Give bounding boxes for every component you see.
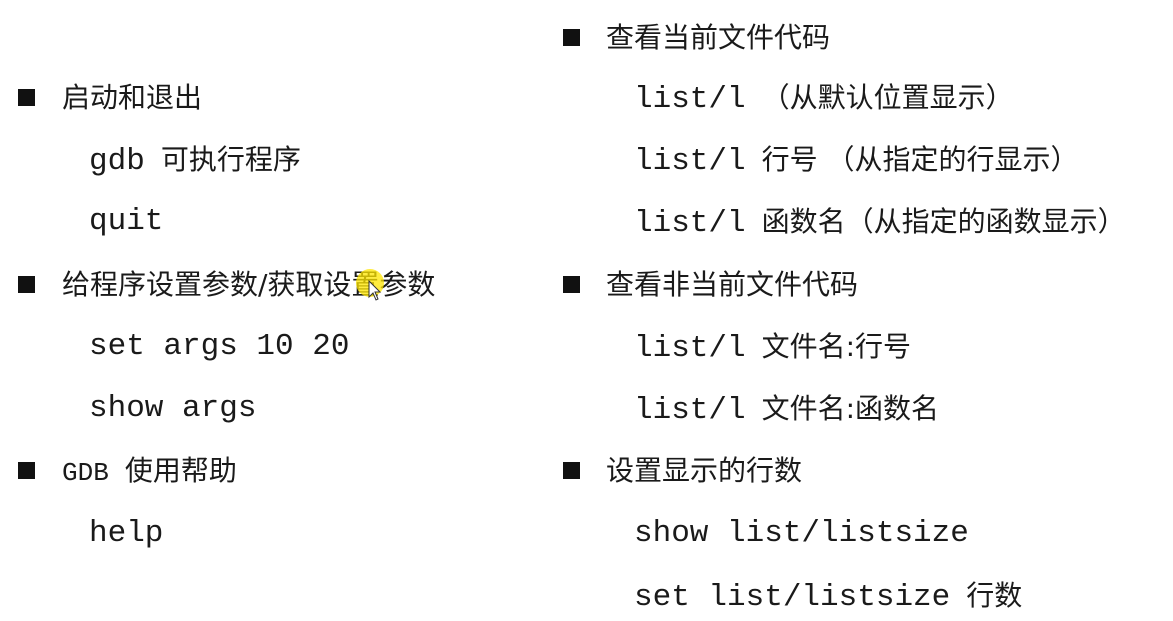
code-line: help — [89, 516, 164, 551]
code-line: set list/listsize 行数 — [634, 576, 1022, 616]
code: gdb — [89, 144, 145, 179]
description: 可执行程序 — [160, 143, 301, 176]
code-line: set args 10 20 — [89, 329, 350, 364]
description: 行号 （从指定的行显示） — [761, 143, 1079, 176]
code-line: quit — [89, 204, 164, 239]
code-line: list/l 行号 （从指定的行显示） — [634, 140, 1079, 180]
bullet-icon — [563, 29, 580, 46]
section-heading: 查看当前文件代码 — [606, 21, 831, 54]
code: list/l — [634, 331, 746, 366]
code-line: list/l 函数名（从指定的函数显示） — [634, 202, 1126, 242]
description: 文件名:函数名 — [761, 392, 940, 425]
code: list/l — [634, 206, 746, 241]
code-line: gdb 可执行程序 — [89, 140, 301, 180]
section-heading: 启动和退出 — [62, 81, 203, 114]
code-line: show list/listsize — [634, 516, 969, 551]
description: 行数 — [966, 579, 1023, 612]
code: list/l — [634, 82, 746, 117]
code-line: list/l （从默认位置显示） — [634, 78, 1014, 118]
code: list/l — [634, 144, 746, 179]
code-line: list/l 文件名:函数名 — [634, 389, 939, 429]
section-heading: 设置显示的行数 — [606, 454, 803, 487]
bullet-icon — [563, 276, 580, 293]
description: （从默认位置显示） — [761, 81, 1014, 114]
bullet-icon — [563, 462, 580, 479]
bullet-icon — [18, 462, 35, 479]
code: list/l — [634, 393, 746, 428]
bullet-icon — [18, 276, 35, 293]
code-line: show args — [89, 391, 257, 426]
section-heading: 查看非当前文件代码 — [606, 268, 859, 301]
mouse-pointer-icon — [368, 280, 382, 301]
heading-code: GDB — [62, 458, 109, 488]
code: set list/listsize — [634, 580, 951, 615]
section-heading: GDB 使用帮助 — [62, 451, 237, 491]
bullet-icon — [18, 89, 35, 106]
code-line: list/l 文件名:行号 — [634, 327, 911, 367]
heading-text: 使用帮助 — [124, 454, 237, 487]
description: 函数名（从指定的函数显示） — [761, 205, 1126, 238]
description: 文件名:行号 — [761, 330, 912, 363]
